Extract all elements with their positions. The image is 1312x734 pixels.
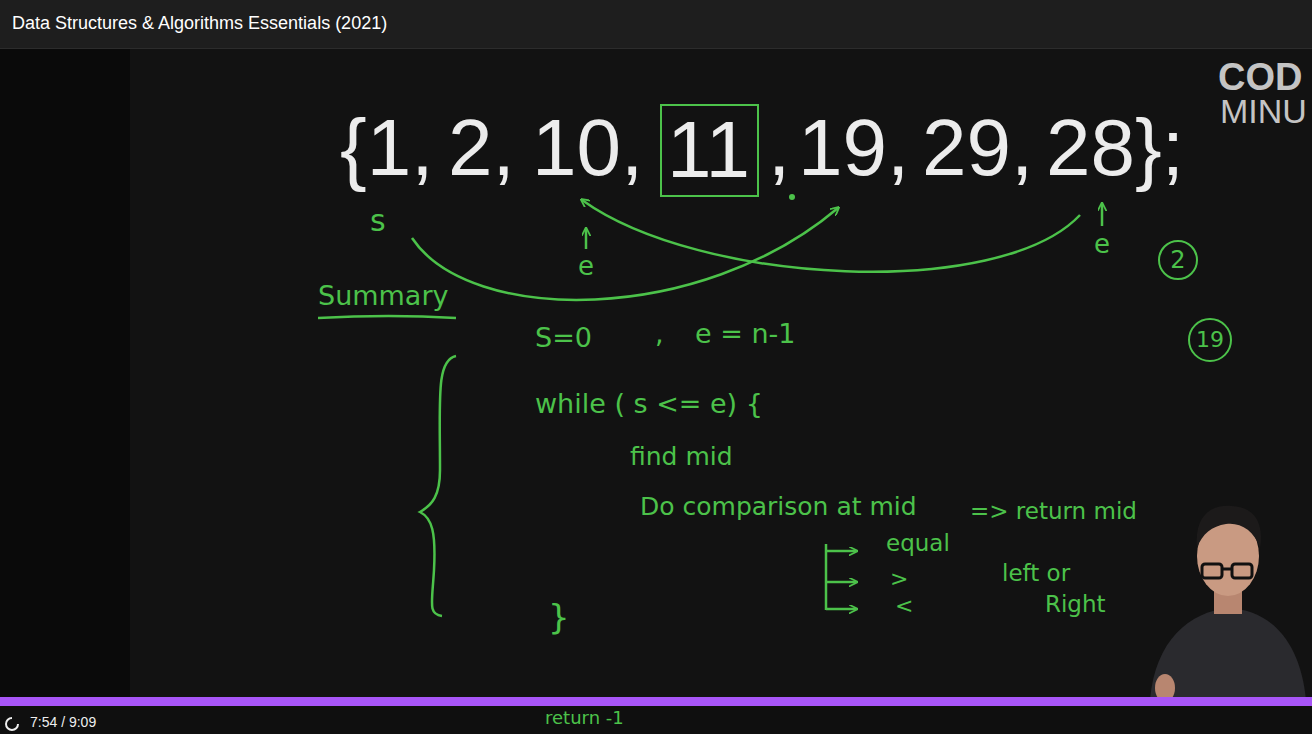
- array-element: 28};: [1046, 108, 1184, 188]
- node-text: 11: [667, 110, 750, 190]
- label-holder: >: [890, 566, 908, 591]
- page-title: Data Structures & Algorithms Essentials …: [12, 13, 387, 34]
- code-note: S=0: [535, 322, 592, 353]
- code-note: return -1: [545, 708, 624, 729]
- array-element: 29,: [922, 108, 1033, 188]
- label-holder: left or: [1002, 560, 1070, 586]
- label-holder: 2,: [448, 108, 515, 188]
- presenter-hair: [1197, 506, 1261, 548]
- callout-circle: 19: [1188, 318, 1232, 362]
- label-holder: return -1: [545, 708, 624, 729]
- label-holder: Right: [1045, 591, 1106, 617]
- label-holder: 10,: [532, 108, 643, 188]
- left-strip: [0, 48, 130, 698]
- label-holder: s: [370, 204, 386, 239]
- label-holder: 19,: [798, 108, 909, 188]
- start-pointer-arrow: [412, 208, 838, 300]
- label-holder: 28};: [1046, 108, 1184, 188]
- array-element: 2,: [448, 108, 515, 188]
- logo-text: MINU: [1220, 92, 1307, 131]
- label-holder: <: [895, 593, 913, 618]
- presenter-glasses: [1222, 568, 1232, 571]
- heading-note: Summary: [318, 280, 448, 311]
- code-note: find mid: [630, 443, 733, 472]
- label-holder: 29,: [922, 108, 1033, 188]
- presenter-glasses: [1202, 564, 1222, 578]
- node-text: 2: [1170, 248, 1185, 272]
- label-holder: e = n-1: [695, 318, 795, 349]
- progress-bar: [0, 697, 1312, 706]
- label-holder: e: [578, 252, 594, 282]
- case-note: Right: [1045, 591, 1106, 617]
- label-holder: Do comparison at mid: [640, 493, 917, 522]
- label-holder: while ( s <= e) {: [535, 388, 763, 419]
- curly-brace: [420, 356, 456, 616]
- pointer-up-arrow: [1101, 204, 1104, 226]
- label-holder: ,: [768, 108, 790, 188]
- label-holder: Summary: [318, 280, 448, 311]
- label-holder: MINU: [1220, 92, 1307, 131]
- branch-arrow: [826, 608, 856, 611]
- code-note: e = n-1: [695, 318, 795, 349]
- array-element: 10,: [532, 108, 643, 188]
- label-holder: {1,: [340, 108, 433, 188]
- branch-arrow: [826, 550, 856, 553]
- pointer-label: e: [578, 252, 594, 282]
- code-note: Do comparison at mid: [640, 493, 917, 522]
- label-holder: => return mid: [970, 498, 1137, 524]
- case-note: => return mid: [970, 498, 1137, 524]
- highlight-box: 11: [660, 104, 759, 197]
- title-holder: Data Structures & Algorithms Essentials …: [12, 13, 387, 34]
- player-controls: [0, 706, 1312, 734]
- underline: [318, 316, 456, 318]
- array-element: 19,: [798, 108, 909, 188]
- code-note: }: [548, 598, 570, 637]
- player-time: 7:54 / 9:09: [30, 714, 96, 730]
- label-holder: equal: [886, 530, 950, 556]
- code-note: ,: [655, 318, 664, 349]
- title-bar: [0, 0, 1312, 48]
- array-element: {1,: [340, 108, 433, 188]
- mid-dot: [789, 194, 795, 200]
- node-text: 19: [1196, 329, 1224, 351]
- case-note: >: [890, 566, 908, 591]
- replay-icon: [6, 718, 18, 730]
- label-holder: find mid: [630, 443, 733, 472]
- case-note: equal: [886, 530, 950, 556]
- label-holder: 7:54 / 9:09: [30, 713, 96, 731]
- end-pointer-arrow: [582, 200, 1080, 272]
- code-note: while ( s <= e) {: [535, 388, 763, 419]
- branch-arrow: [826, 581, 856, 584]
- callout-circle: 2: [1158, 240, 1198, 280]
- presenter: [1150, 506, 1306, 702]
- label-holder: S=0: [535, 322, 592, 353]
- label-holder: e: [1094, 230, 1110, 260]
- title-bar-border: [0, 48, 1312, 49]
- case-note: left or: [1002, 560, 1070, 586]
- label-holder: }: [548, 598, 570, 637]
- label-holder: ,: [655, 318, 664, 349]
- presenter-glasses: [1232, 564, 1252, 578]
- case-note: <: [895, 593, 913, 618]
- pointer-label: s: [370, 204, 386, 239]
- array-element: ,: [768, 108, 790, 188]
- pointer-label: e: [1094, 230, 1110, 260]
- pointer-up-arrow: [585, 229, 588, 249]
- branch-line: [825, 544, 828, 610]
